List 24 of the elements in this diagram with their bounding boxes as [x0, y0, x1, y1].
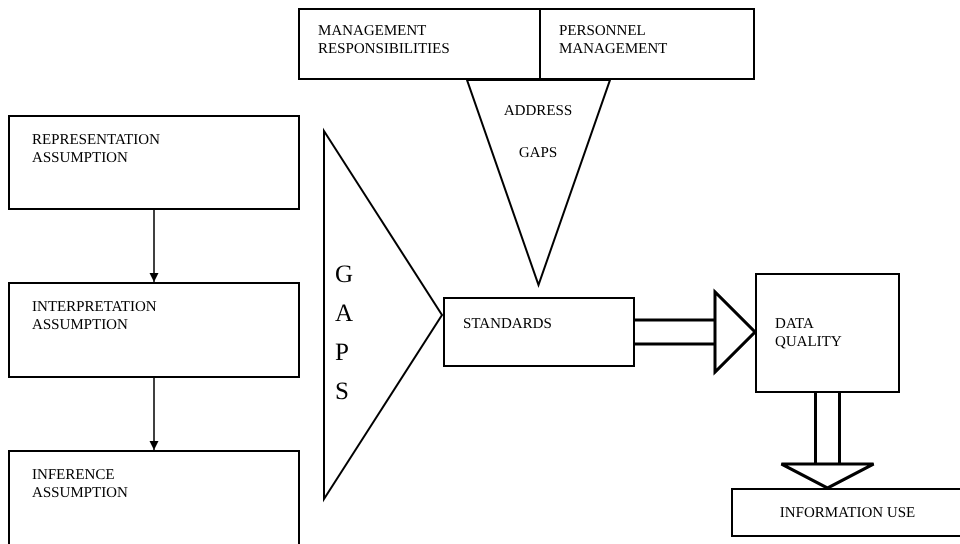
node-label: REPRESENTATION ASSUMPTION: [32, 131, 161, 167]
address-gaps-triangle: [467, 80, 610, 285]
process-box: [8, 282, 300, 378]
process-box: [298, 8, 541, 80]
node-label: STANDARDS: [463, 315, 553, 333]
block-arrow: [634, 288, 758, 376]
node-label: INFERENCE ASSUMPTION: [32, 466, 129, 502]
arrow: [150, 378, 158, 450]
process-box: [8, 450, 300, 544]
process-box: [731, 488, 960, 537]
arrow: [150, 210, 158, 282]
node-label: INFORMATION USE: [778, 504, 916, 522]
process-box: [443, 297, 635, 367]
node-label: PERSONNEL MANAGEMENT: [559, 22, 668, 58]
node-label: GAPS: [335, 260, 354, 407]
node-label: ADDRESS GAPS: [502, 102, 574, 163]
node-label: MANAGEMENT RESPONSIBILITIES: [318, 22, 451, 58]
process-box: [539, 8, 755, 80]
process-box: [8, 115, 300, 210]
node-label: DATA QUALITY: [775, 315, 843, 351]
node-label: INTERPRETATION ASSUMPTION: [32, 298, 158, 334]
block-arrow: [780, 392, 875, 490]
gaps-triangle: [323, 130, 443, 500]
process-box: [755, 273, 900, 393]
